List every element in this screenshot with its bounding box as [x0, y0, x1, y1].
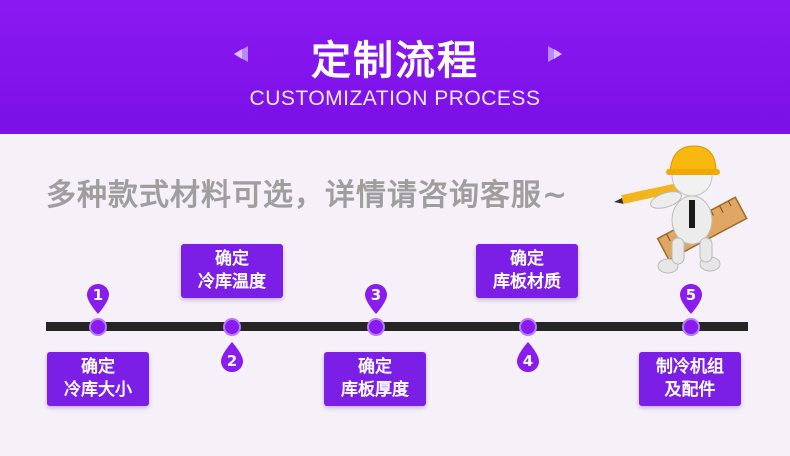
map-pin-icon — [87, 284, 109, 314]
map-pin-icon — [517, 342, 539, 372]
tagline-text: 多种款式材料可选，详情请咨询客服~ — [46, 178, 569, 213]
step-2-box: 确定 冷库温度 — [181, 244, 283, 298]
map-pin-icon — [365, 284, 387, 314]
step-3-pin: 3 — [365, 284, 387, 314]
worker-with-ruler-icon — [614, 145, 748, 274]
step-4-box: 确定 库板材质 — [476, 244, 578, 298]
step-1-pin: 1 — [87, 284, 109, 314]
step-3-line2: 库板厚度 — [341, 380, 409, 400]
step-4-line1: 确定 — [510, 249, 544, 269]
timeline-dot-3 — [367, 318, 385, 336]
page-subtitle: CUSTOMIZATION PROCESS — [249, 87, 541, 110]
step-5-number: 5 — [685, 286, 697, 304]
step-2-line1: 确定 — [215, 249, 249, 269]
step-4-number: 4 — [522, 352, 534, 370]
map-pin-icon — [221, 342, 243, 372]
left-triangle-icon — [234, 46, 248, 62]
timeline-bar — [46, 322, 748, 331]
page-title: 定制流程 — [311, 38, 479, 84]
step-5-line2: 及配件 — [664, 380, 716, 400]
map-pin-icon — [680, 284, 702, 314]
step-1-number: 1 — [92, 286, 104, 304]
step-4-pin: 4 — [517, 342, 539, 372]
step-1-line1: 确定 — [81, 357, 115, 377]
step-3-number: 3 — [370, 286, 382, 304]
timeline-dot-4 — [519, 318, 537, 336]
step-2-line2: 冷库温度 — [198, 272, 266, 292]
step-2-pin: 2 — [221, 342, 243, 372]
step-1-box: 确定 冷库大小 — [47, 352, 149, 406]
step-1-line2: 冷库大小 — [64, 380, 132, 400]
timeline-dot-2 — [223, 318, 241, 336]
timeline-dot-5 — [682, 318, 700, 336]
step-2-number: 2 — [226, 352, 238, 370]
step-3-box: 确定 库板厚度 — [324, 352, 426, 406]
step-3-line1: 确定 — [358, 357, 392, 377]
step-5-box: 制冷机组 及配件 — [639, 352, 741, 406]
header-banner: 定制流程 CUSTOMIZATION PROCESS — [0, 0, 790, 134]
step-5-line1: 制冷机组 — [656, 357, 724, 377]
timeline-dot-1 — [89, 318, 107, 336]
step-4-line2: 库板材质 — [493, 272, 561, 292]
step-5-pin: 5 — [680, 284, 702, 314]
right-triangle-icon — [548, 46, 562, 62]
